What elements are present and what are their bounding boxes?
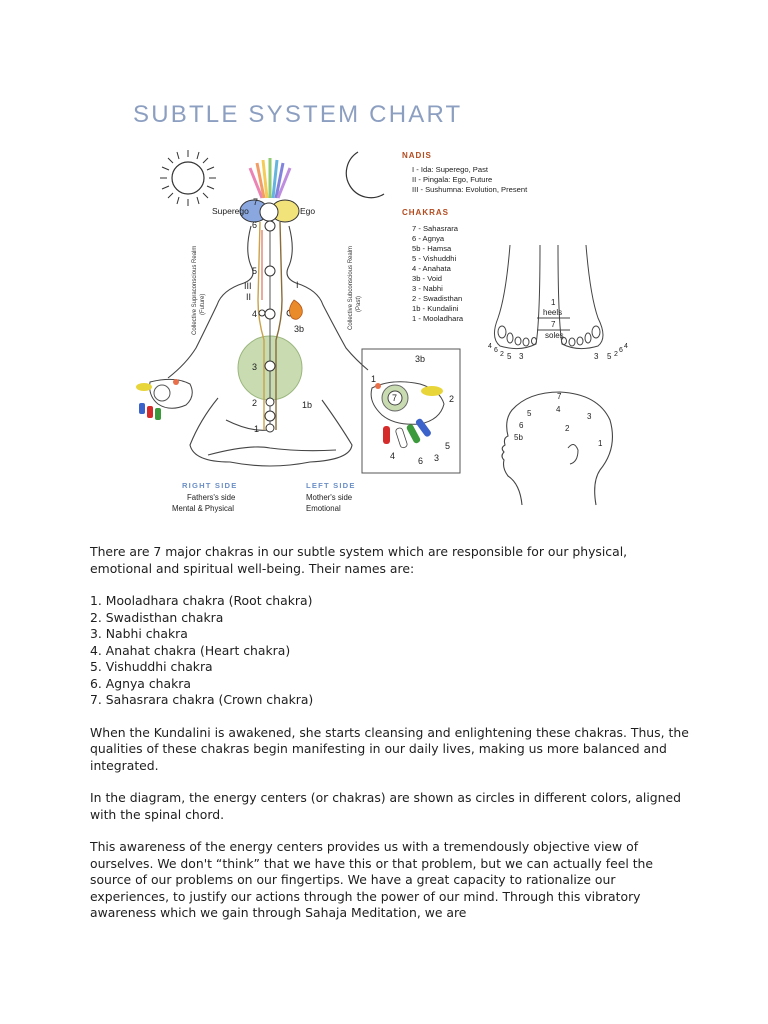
feet-label-heels: heels: [543, 308, 562, 317]
fig-label-3b: 3b: [294, 324, 304, 334]
hand-label-3b: 3b: [415, 354, 425, 364]
fig-label-6: 6: [252, 220, 257, 230]
fig-label-2: 2: [252, 398, 257, 408]
head-label-7: 7: [557, 392, 562, 401]
crown-rays: [248, 158, 292, 199]
subtle-system-chart: SUBTLE SYSTEM CHART Superego Ego Collect…: [133, 101, 628, 513]
fig-label-7: 7: [253, 197, 258, 207]
kundalini-paragraph: When the Kundalini is awakened, she star…: [90, 724, 689, 773]
head-label-2: 2: [565, 424, 570, 433]
small-hand: [136, 378, 193, 420]
realm-left-label: Collective Supraconscious Realm: [192, 246, 198, 335]
fig-label-1: 1: [254, 424, 259, 434]
chakra-list-item: 2. Swadisthan chakra: [90, 609, 224, 625]
right-side-line-2: Mental & Physical: [172, 504, 234, 513]
hand-label-3: 3: [434, 453, 439, 463]
document-body: There are 7 major chakras in our subtle …: [90, 544, 690, 938]
feet-label: 2: [500, 351, 504, 358]
hand-label-7: 7: [392, 393, 397, 403]
left-side-line-1: Mother's side: [306, 493, 352, 502]
fig-label-1b: 1b: [302, 400, 312, 410]
chakra-legend-item: 5b - Hamsa: [412, 244, 452, 253]
hand-label-6: 6: [418, 456, 423, 466]
chakras-heading: CHAKRAS: [402, 208, 449, 217]
hand-detail: [370, 381, 445, 449]
head-label-3: 3: [587, 412, 592, 421]
nadis-item-1: I - Ida: Superego, Past: [412, 165, 489, 174]
fig-label-II: II: [246, 292, 251, 302]
head-profile: [501, 391, 613, 506]
hand-label-2: 2: [449, 394, 454, 404]
chakra-list-item: 3. Nabhi chakra: [90, 626, 188, 641]
head-label-4: 4: [556, 405, 561, 414]
hand-label-1: 1: [371, 374, 376, 384]
chart-title: SUBTLE SYSTEM CHART: [133, 101, 462, 128]
fig-label-4: 4: [252, 309, 257, 319]
feet-label-1: 1: [551, 298, 556, 307]
feet-label: 2: [614, 351, 618, 358]
fig-label-5: 5: [252, 266, 257, 276]
intro-paragraph: There are 7 major chakras in our subtle …: [90, 544, 628, 576]
feet-diagram: [494, 244, 604, 350]
chakra-legend-item: 3 - Nabhi: [412, 284, 443, 293]
right-side-line-1: Fathers's side: [187, 493, 235, 502]
hand-label-4: 4: [390, 451, 395, 461]
chakra-list-item: 7. Sahasrara chakra (Crown chakra): [90, 692, 314, 707]
left-side-heading: LEFT SIDE: [306, 481, 356, 490]
hand-label-5: 5: [445, 441, 450, 451]
fig-label-3: 3: [252, 362, 257, 372]
feet-label: 6: [494, 347, 498, 354]
sun-icon: [160, 150, 216, 206]
chakra-list-item: 6. Agnya chakra: [90, 675, 191, 691]
chakra-legend-item: 7 - Sahasrara: [412, 224, 459, 233]
flame-icon: [289, 299, 303, 320]
chakra-markers: [258, 220, 294, 433]
nadis-heading: NADIS: [402, 151, 432, 160]
realm-left-sub: (Future): [200, 294, 206, 315]
chakra-legend-item: 1b - Kundalini: [412, 304, 459, 313]
chakra-legend-item: 6 - Agnya: [412, 234, 445, 243]
meditating-figure: [167, 225, 369, 467]
chakra-legend-item: 5 - Vishuddhi: [412, 254, 456, 263]
chakra-legend-item: 2 - Swadisthan: [412, 294, 462, 303]
head-label-1: 1: [598, 439, 603, 448]
realm-right-label: Collective Subconscious Realm: [348, 246, 354, 330]
moon-icon: [345, 151, 385, 199]
feet-label: 3: [594, 352, 599, 361]
chakra-legend-item: 3b - Void: [412, 274, 442, 283]
head-label-6: 6: [519, 421, 524, 430]
feet-label: 4: [488, 343, 492, 350]
feet-label: 5: [507, 352, 512, 361]
feet-label: 5: [607, 352, 612, 361]
nadis-item-2: II - Pingala: Ego, Future: [412, 175, 492, 184]
chakra-list-item: 5. Vishuddhi chakra: [90, 659, 213, 674]
feet-label: 4: [624, 343, 628, 350]
feet-label: 6: [619, 347, 623, 354]
ego-label: Ego: [300, 206, 315, 216]
superego-label: Superego: [212, 206, 249, 216]
diagram-paragraph: In the diagram, the energy centers (or c…: [90, 790, 682, 822]
chakra-list-item: 4. Anahat chakra (Heart chakra): [90, 642, 291, 658]
head-label-5: 5: [527, 409, 532, 418]
awareness-paragraph: This awareness of the energy centers pro…: [90, 839, 654, 920]
head-label-5b: 5b: [514, 433, 523, 442]
feet-label: 3: [519, 352, 524, 361]
fig-label-I: I: [296, 280, 299, 290]
feet-label-soles: soles: [545, 331, 564, 340]
chakra-list: 1. Mooladhara chakra (Root chakra) 2. Sw…: [90, 593, 690, 709]
nadis-item-3: III - Sushumna: Evolution, Present: [412, 185, 528, 194]
nadis-channels: [257, 221, 283, 430]
chakra-legend-item: 4 - Anahata: [412, 264, 452, 273]
chakra-legend-item: 1 - Mooladhara: [412, 314, 464, 323]
fig-label-III: III: [244, 281, 252, 291]
chakra-list-item: 1. Mooladhara chakra (Root chakra): [90, 593, 313, 608]
hand-detail-box: [361, 348, 461, 474]
left-side-line-2: Emotional: [306, 504, 341, 513]
right-side-heading: RIGHT SIDE: [182, 481, 237, 490]
feet-label-7: 7: [551, 320, 556, 329]
realm-right-sub: (Past): [356, 296, 362, 312]
